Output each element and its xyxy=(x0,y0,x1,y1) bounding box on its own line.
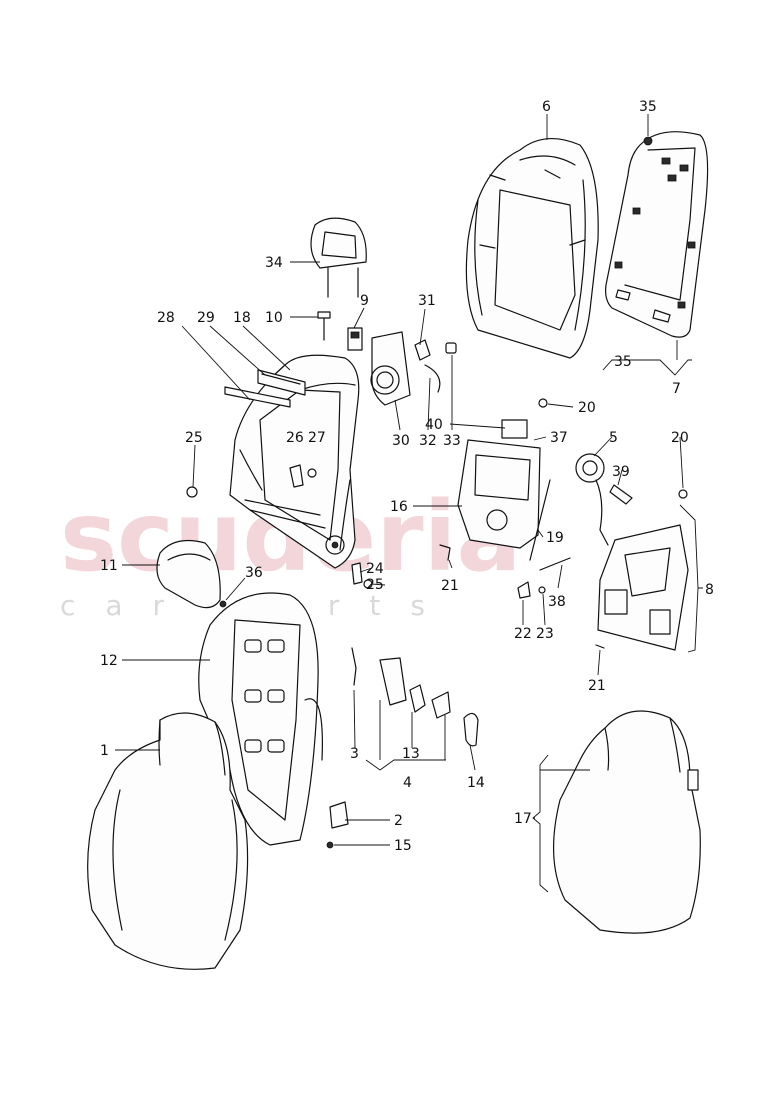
label-40: 40 xyxy=(425,417,443,433)
part-20-clip-right[interactable] xyxy=(678,489,688,499)
part-9-guide-bush[interactable] xyxy=(347,327,363,351)
part-35-clip[interactable] xyxy=(643,136,653,146)
label-36: 36 xyxy=(245,565,263,581)
label-29: 29 xyxy=(197,310,215,326)
label-12: 12 xyxy=(100,653,118,669)
label-35-top: 35 xyxy=(639,99,657,115)
part-20-clip-left[interactable] xyxy=(538,398,548,408)
label-4: 4 xyxy=(403,775,412,791)
label-3: 3 xyxy=(350,746,359,762)
label-21-right: 21 xyxy=(588,678,606,694)
label-39: 39 xyxy=(612,464,630,480)
label-2: 2 xyxy=(394,813,403,829)
leader-lines xyxy=(115,114,703,893)
label-37: 37 xyxy=(550,430,568,446)
label-25-right: 25 xyxy=(366,577,384,593)
part-6-backrest-shell[interactable] xyxy=(465,137,599,359)
part-2-cap[interactable] xyxy=(329,801,349,829)
label-16: 16 xyxy=(390,499,408,515)
label-22: 22 xyxy=(514,626,532,642)
part-30-speaker[interactable] xyxy=(370,331,411,406)
part-28-trim-strip[interactable] xyxy=(224,386,291,408)
label-25-left: 25 xyxy=(185,430,203,446)
label-6: 6 xyxy=(542,99,551,115)
label-24: 24 xyxy=(366,561,384,577)
label-5: 5 xyxy=(609,430,618,446)
part-11-headrest-pad[interactable] xyxy=(156,540,221,609)
label-8: 8 xyxy=(705,582,714,598)
label-32: 32 xyxy=(419,433,437,449)
label-14: 14 xyxy=(467,775,485,791)
label-23: 23 xyxy=(536,626,554,642)
part-8-adjustment-mechanism[interactable] xyxy=(597,524,689,651)
part-16-control-module[interactable] xyxy=(457,419,541,549)
part-14-handle[interactable] xyxy=(463,712,479,747)
label-19: 19 xyxy=(546,530,564,546)
part-29-cross-member[interactable] xyxy=(257,369,306,396)
part-19-cable[interactable] xyxy=(529,479,551,561)
label-38: 38 xyxy=(548,594,566,610)
part-31-bracket[interactable] xyxy=(414,339,431,361)
label-35-bottom: 35 xyxy=(614,354,632,370)
part-7-back-panel[interactable] xyxy=(605,131,709,338)
part-4-cover[interactable] xyxy=(431,691,451,719)
part-17-backrest-cover-alt[interactable] xyxy=(552,710,701,934)
part-3-lever[interactable] xyxy=(351,647,357,686)
label-11: 11 xyxy=(100,558,118,574)
part-12-backrest-pad[interactable] xyxy=(198,592,323,846)
label-20-right: 20 xyxy=(671,430,689,446)
part-33-nut[interactable] xyxy=(445,342,457,354)
label-30: 30 xyxy=(392,433,410,449)
label-28: 28 xyxy=(157,310,175,326)
label-18: 18 xyxy=(233,310,251,326)
part-34-headrest-frame[interactable] xyxy=(310,217,367,298)
part-21-clip-right[interactable] xyxy=(595,644,605,649)
part-1-backrest-cover[interactable] xyxy=(87,712,249,970)
label-1: 1 xyxy=(100,743,109,759)
part-32-clamp-ring[interactable] xyxy=(424,364,441,393)
part-13-switch[interactable] xyxy=(409,684,426,713)
part-23-clip[interactable] xyxy=(538,586,546,594)
part-18-backrest-frame[interactable] xyxy=(229,354,360,569)
label-17: 17 xyxy=(514,811,532,827)
label-13: 13 xyxy=(402,746,420,762)
part-26-clip[interactable] xyxy=(289,464,304,488)
label-33: 33 xyxy=(443,433,461,449)
label-10: 10 xyxy=(265,310,283,326)
label-27: 27 xyxy=(308,430,326,446)
part-22-clip[interactable] xyxy=(517,581,531,599)
part-15-screw[interactable] xyxy=(326,841,334,849)
label-20-center: 20 xyxy=(578,400,596,416)
label-15: 15 xyxy=(394,838,412,854)
callout-labels: 6 35 34 10 9 28 29 18 31 30 32 33 25 26 … xyxy=(100,99,714,854)
label-9: 9 xyxy=(360,293,369,309)
part-36-screw[interactable] xyxy=(219,600,227,608)
part-39-connector[interactable] xyxy=(609,484,633,505)
label-31: 31 xyxy=(418,293,436,309)
part-10-guide-sleeve[interactable] xyxy=(317,311,331,341)
part-5-speaker[interactable] xyxy=(575,453,609,546)
part-21-clip-left[interactable] xyxy=(439,544,451,561)
label-7: 7 xyxy=(672,381,681,397)
part-4-switch-housing[interactable] xyxy=(379,657,407,706)
part-24-bracket[interactable] xyxy=(351,562,363,585)
part-38-plug[interactable] xyxy=(539,557,571,571)
label-34: 34 xyxy=(265,255,283,271)
part-25-bolt-left[interactable] xyxy=(186,486,198,498)
label-21-left: 21 xyxy=(441,578,459,594)
part-27-screw[interactable] xyxy=(307,468,317,478)
label-26: 26 xyxy=(286,430,304,446)
